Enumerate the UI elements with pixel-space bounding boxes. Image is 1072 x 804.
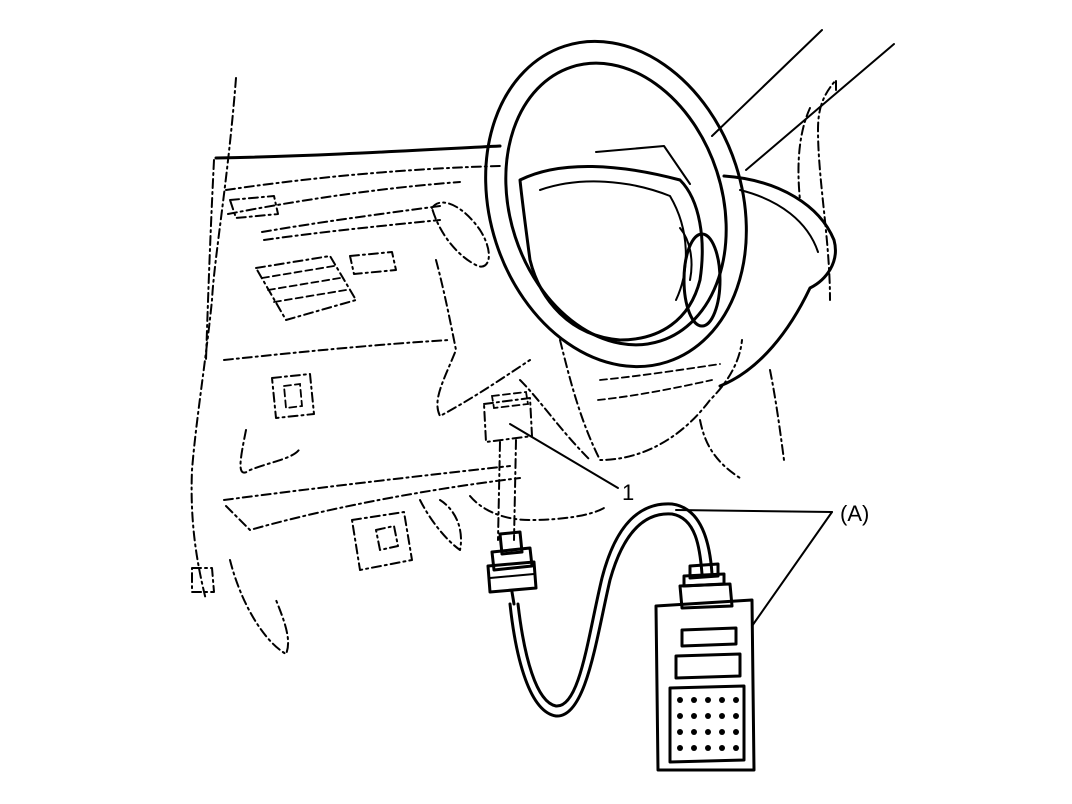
air-vent [255, 251, 397, 321]
steering-wheel [484, 39, 748, 369]
a-pillar-outline [190, 77, 290, 655]
diagnostic-tool [654, 562, 756, 772]
connector-leader-line [509, 423, 619, 489]
combination-switch-lever [431, 201, 531, 417]
tool-cable [508, 502, 714, 718]
tool-keypad [677, 697, 739, 751]
switch-panel [271, 373, 315, 419]
tool-callout-label: (A) [840, 501, 870, 526]
tool-plug [486, 530, 538, 606]
tool-leader-lines [675, 509, 833, 627]
pedals [351, 495, 605, 571]
instrument-cluster-hood [699, 29, 895, 479]
dashboard-outline [214, 144, 521, 531]
connector-callout-label: 1 [622, 480, 635, 505]
steering-column-cover [519, 339, 743, 461]
